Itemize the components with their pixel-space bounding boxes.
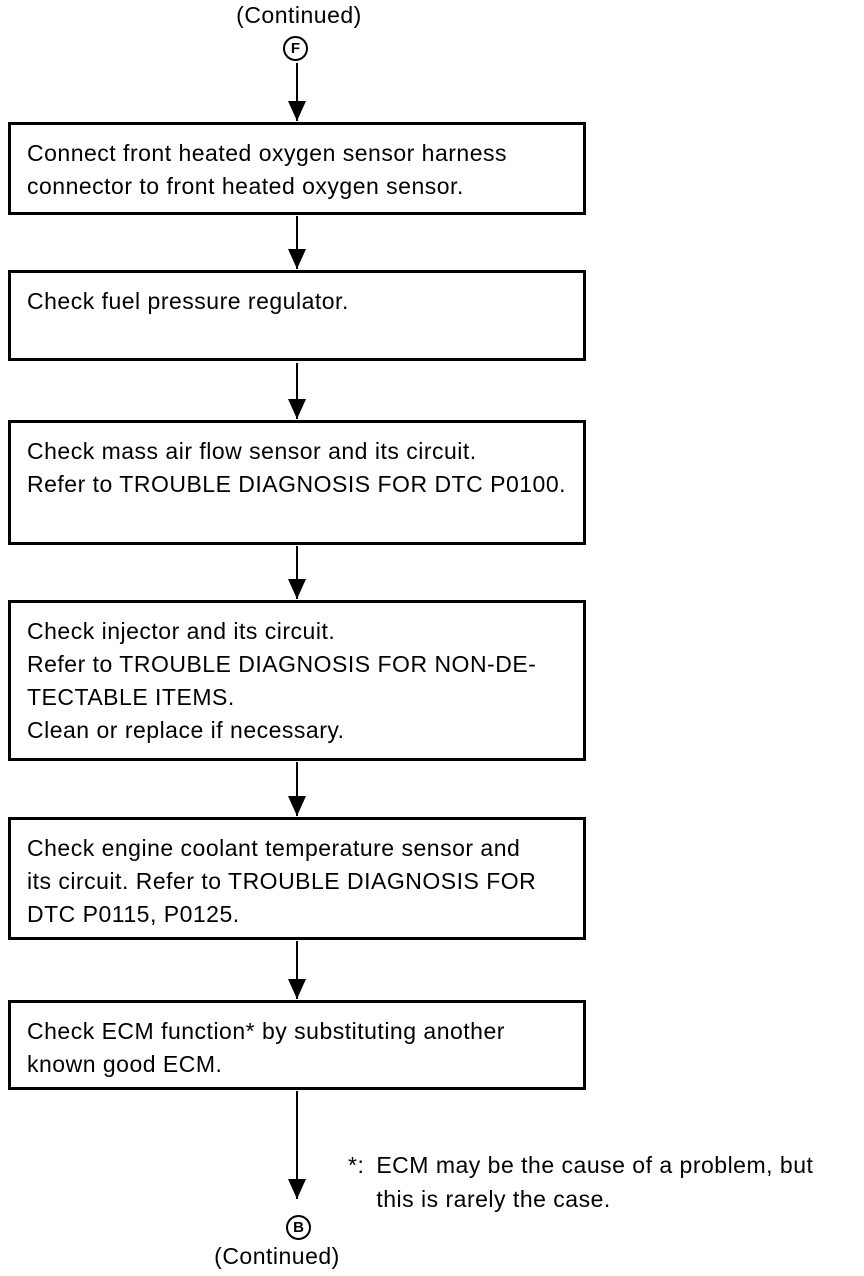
down-arrow-icon — [296, 216, 298, 269]
down-arrow-icon — [296, 546, 298, 599]
step-box-check-coolant-temp-sensor: Check engine coolant temperature sensor … — [8, 817, 586, 940]
step-box-connect-oxygen-sensor: Connect front heated oxygen sensor harne… — [8, 122, 586, 215]
step-text: Check ECM function* by substituting anot… — [27, 1018, 505, 1077]
top-continued-label: (Continued) — [236, 2, 362, 28]
step-text: Check engine coolant temperature sensor … — [27, 835, 537, 927]
connector-f-letter: F — [290, 40, 301, 57]
step-box-check-mass-air-flow-sensor: Check mass air flow sensor and its circu… — [8, 420, 586, 545]
step-text: Check mass air flow sensor and its circu… — [27, 438, 566, 497]
step-box-check-injector: Check injector and its circuit. Refer to… — [8, 600, 586, 761]
step-text: Check injector and its circuit. Refer to… — [27, 618, 537, 743]
connector-f-icon: F — [283, 36, 308, 61]
footnote: *: ECM may be the cause of a problem, bu… — [348, 1148, 813, 1216]
step-text: Check fuel pressure regulator. — [27, 288, 349, 314]
bottom-continued-label: (Continued) — [214, 1243, 340, 1269]
step-box-check-ecm-function: Check ECM function* by substituting anot… — [8, 1000, 586, 1090]
down-arrow-icon — [296, 762, 298, 816]
down-arrow-icon — [296, 363, 298, 419]
down-arrow-icon — [296, 63, 298, 121]
connector-b-icon: B — [286, 1215, 311, 1240]
down-arrow-icon — [296, 1091, 298, 1199]
connector-b-letter: B — [293, 1219, 304, 1236]
footnote-text: ECM may be the cause of a problem, but t… — [376, 1152, 814, 1212]
down-arrow-icon — [296, 941, 298, 999]
footnote-marker: *: — [348, 1152, 365, 1178]
step-box-check-fuel-pressure-regulator: Check fuel pressure regulator. — [8, 270, 586, 361]
step-text: Connect front heated oxygen sensor harne… — [27, 140, 508, 199]
